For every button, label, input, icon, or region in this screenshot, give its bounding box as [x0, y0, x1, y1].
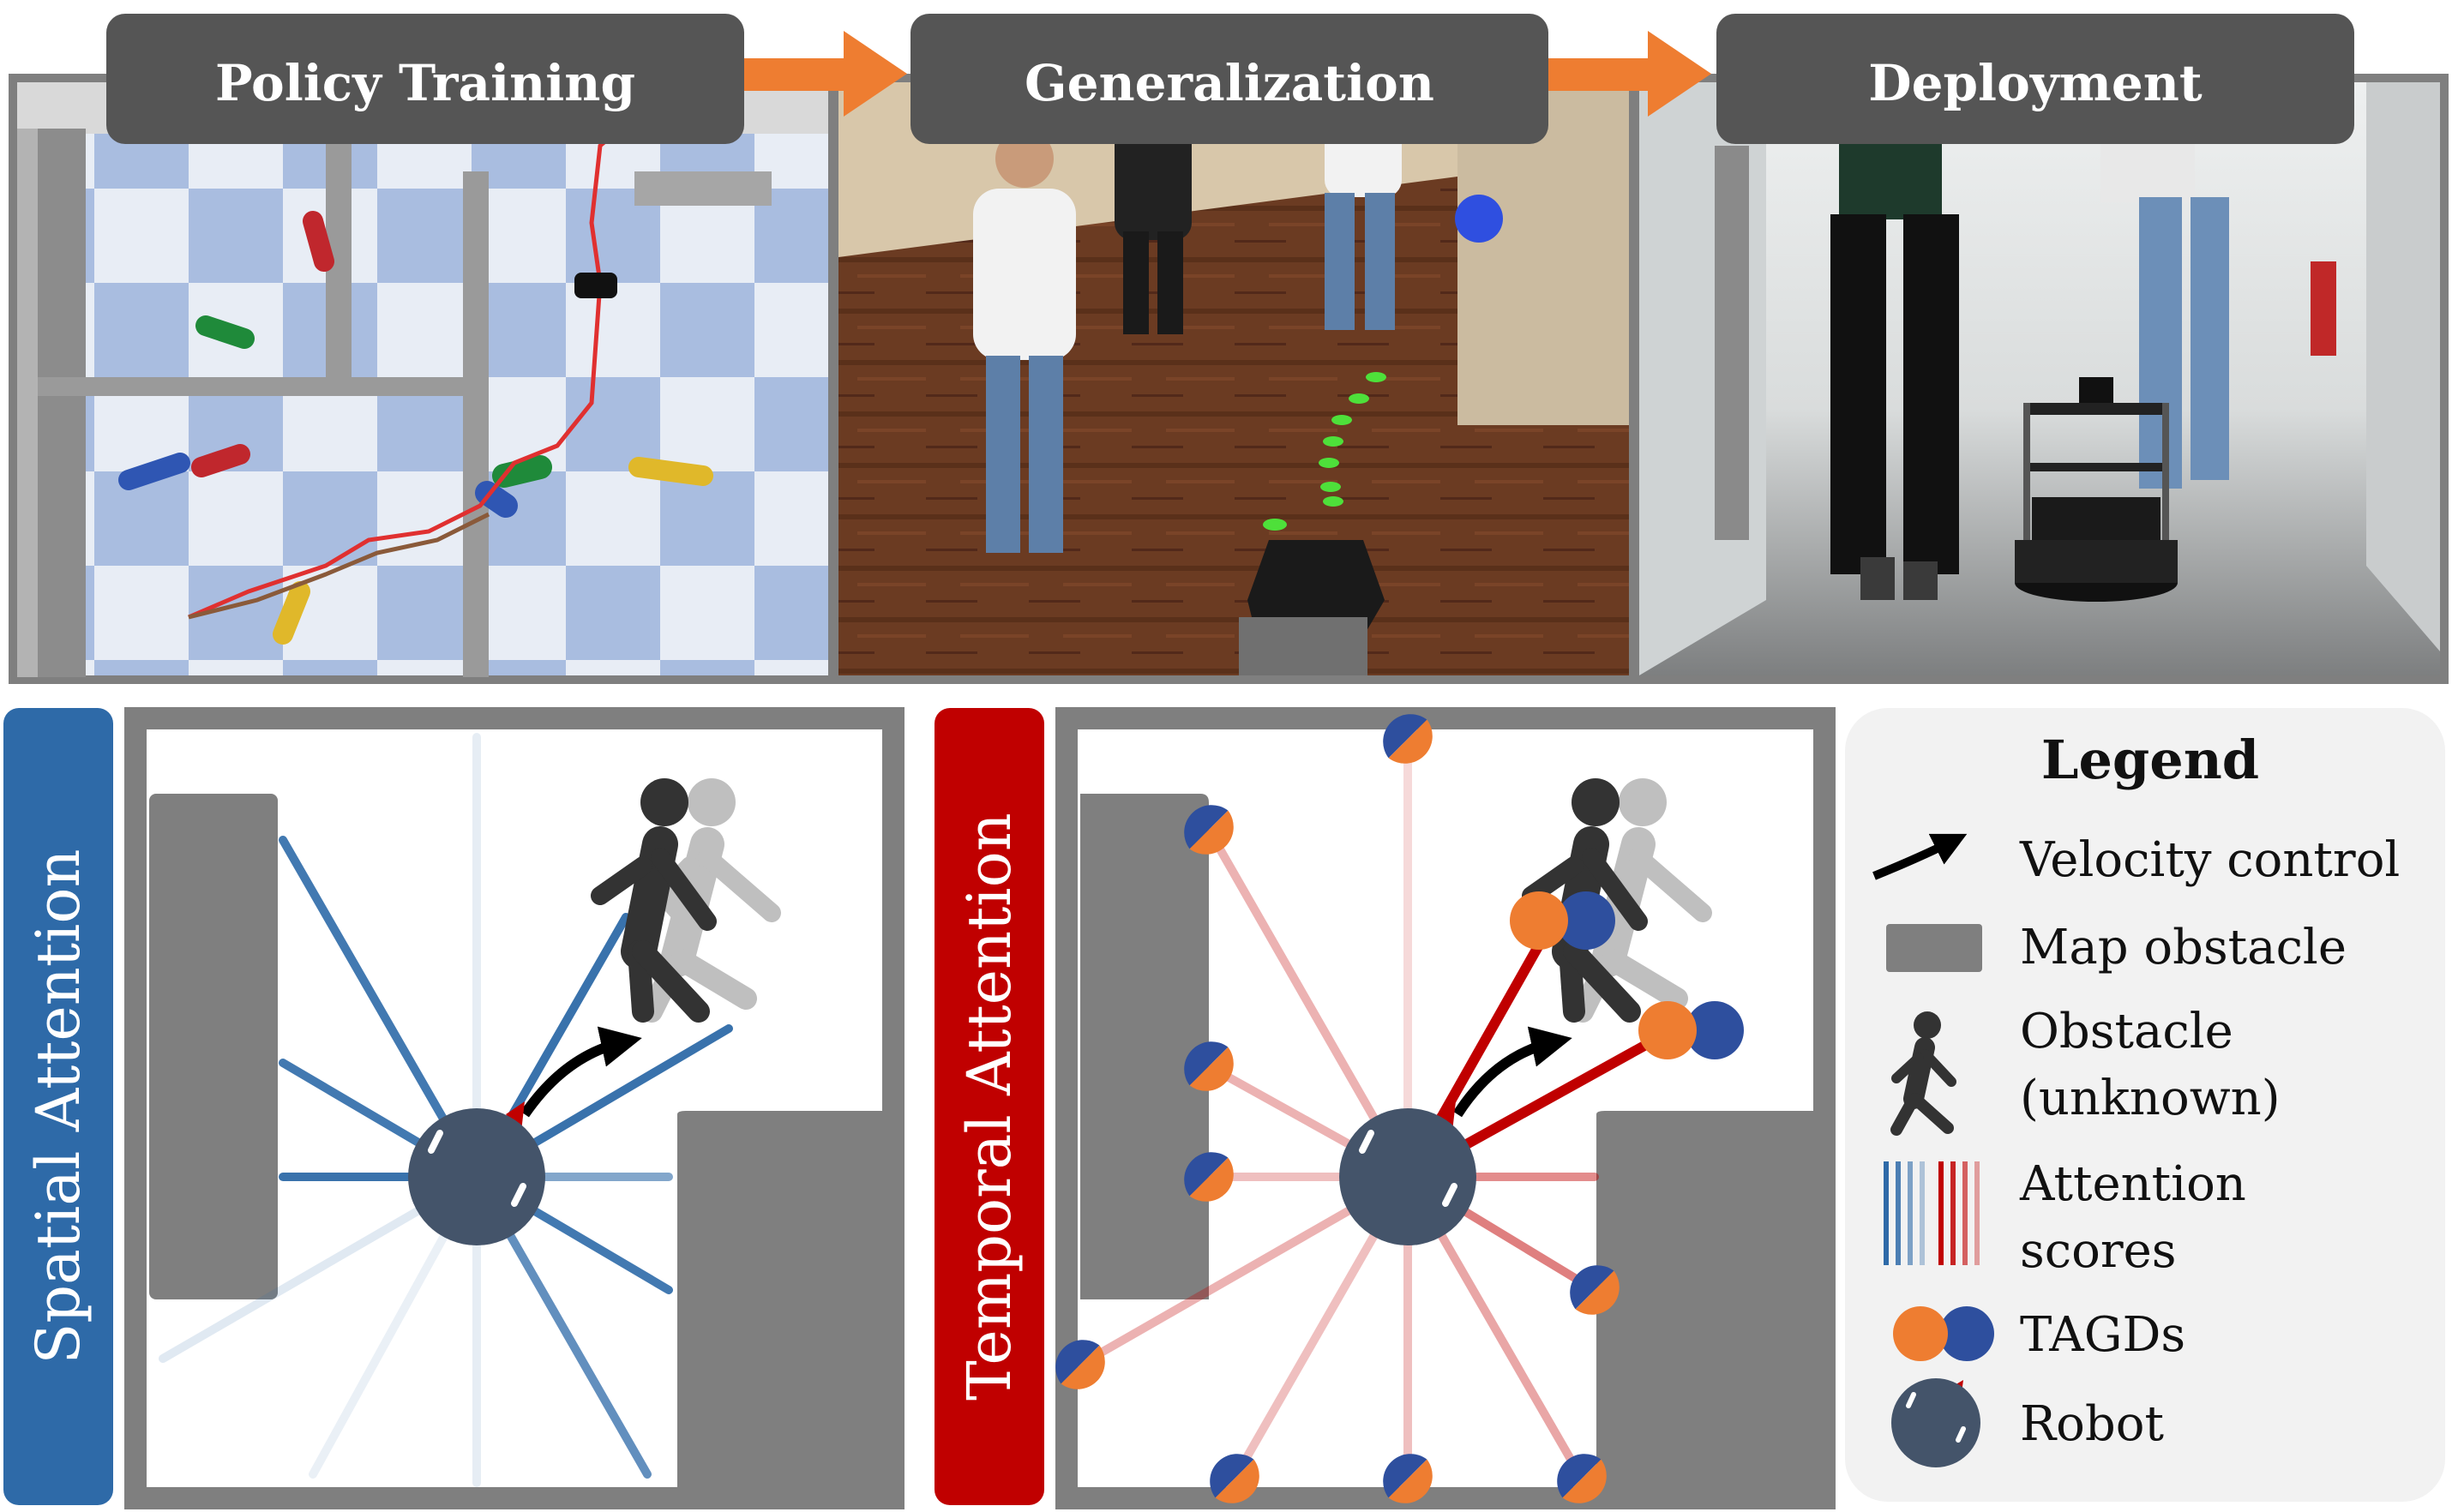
pedestrian-icon	[1522, 778, 1648, 1023]
policy-training-image	[17, 82, 828, 677]
tagd-marker	[1055, 1340, 1105, 1389]
pedestrian-ghost-icon	[1572, 778, 1712, 1023]
stage-label: Deployment	[1868, 54, 2203, 112]
legend-item-map-obstacle: Map obstacle	[1886, 920, 2347, 975]
legend: Legend Velocity control Map obstacle Obs…	[1845, 708, 2445, 1502]
legend-label: scores	[2020, 1223, 2176, 1279]
spatial-label: Spatial Attention	[23, 849, 93, 1364]
stage-flow-arrows	[742, 31, 1711, 117]
stage-header-generalization: Generalization	[910, 14, 1548, 144]
stage-label: Generalization	[1025, 54, 1434, 112]
pedestrian-icon	[591, 778, 717, 1023]
tagd-marker	[1184, 1152, 1234, 1202]
tagd-pair	[1638, 1001, 1744, 1059]
tagd-marker	[1383, 1454, 1433, 1503]
tagd-marker	[1557, 1454, 1607, 1503]
velocity-arrow-icon	[1452, 1026, 1572, 1118]
legend-label: Map obstacle	[2020, 920, 2347, 975]
legend-item-velocity-control: Velocity control	[1872, 832, 2400, 888]
map-obstacle	[149, 794, 278, 1299]
attention-scores-swatch	[1884, 1161, 1980, 1265]
pedestrian-icon	[1890, 1011, 1956, 1136]
legend-label: Obstacle	[2020, 1004, 2233, 1059]
map-obstacle-swatch	[1886, 924, 1982, 972]
map-obstacle	[677, 1111, 882, 1487]
tagd-icon	[1893, 1306, 1994, 1361]
stage-label: Policy Training	[215, 54, 635, 112]
legend-item-attention-scores: Attention scores	[1884, 1156, 2246, 1279]
legend-label: TAGDs	[2020, 1307, 2185, 1363]
simulated-robot	[1239, 540, 1385, 675]
temporal-label-tab	[935, 708, 1044, 1505]
tagd-pair	[1510, 891, 1615, 950]
legend-item-tagds: TAGDs	[1893, 1306, 2185, 1363]
temporal-label: Temporal Attention	[954, 813, 1025, 1401]
real-person	[1830, 82, 1959, 600]
velocity-arrow-icon	[1872, 833, 1968, 880]
simulated-human	[973, 129, 1076, 553]
legend-label: Robot	[2020, 1396, 2164, 1452]
stage-header-deployment: Deployment	[1716, 14, 2354, 144]
robot-icon	[1339, 1101, 1476, 1245]
map-obstacle	[1596, 1111, 1813, 1487]
tagd-marker	[1210, 1454, 1259, 1503]
legend-label: Velocity control	[2019, 832, 2400, 888]
deployment-image	[1639, 82, 2440, 675]
real-robot	[2015, 377, 2178, 602]
map-obstacle	[1080, 794, 1209, 1299]
robot-icon	[1891, 1378, 1980, 1467]
legend-label: Attention	[2019, 1156, 2246, 1212]
legend-item-obstacle-unknown: Obstacle (unknown)	[1890, 1004, 2281, 1136]
stage-header-policy-training: Policy Training	[106, 14, 744, 144]
robot-icon	[408, 1101, 545, 1245]
spatial-attention-panel: Spatial Attention	[3, 707, 904, 1509]
tagd-marker	[1184, 805, 1234, 855]
velocity-arrow-icon	[520, 1026, 642, 1118]
robot-path	[188, 135, 612, 620]
temporal-attention-panel: Temporal Attention	[935, 707, 1836, 1509]
legend-item-robot: Robot	[1891, 1378, 2164, 1467]
spatial-label-tab	[3, 708, 113, 1505]
stage-arrow-2	[1547, 31, 1711, 117]
legend-box	[1845, 708, 2445, 1502]
tagd-marker	[1570, 1265, 1620, 1315]
tagd-marker	[1184, 1041, 1234, 1091]
legend-label: (unknown)	[2020, 1071, 2281, 1126]
tagd-markers	[1055, 714, 1744, 1503]
stage-arrow-1	[742, 31, 907, 117]
generalization-image	[838, 82, 1629, 675]
trajectory-dots	[1263, 372, 1386, 531]
legend-title: Legend	[2041, 729, 2259, 791]
tagd-marker	[1383, 714, 1433, 764]
top-row: Policy Training Generalization Deploymen…	[9, 14, 2449, 684]
